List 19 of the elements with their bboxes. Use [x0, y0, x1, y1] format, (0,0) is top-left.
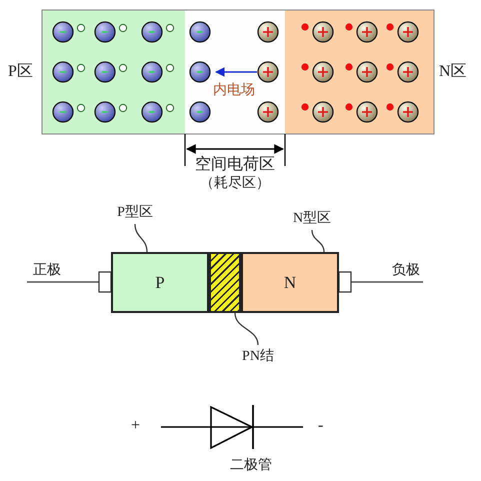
terminal-label: 正极 — [33, 262, 61, 280]
region-label: N区 — [439, 63, 467, 81]
callout-label: N型区 — [288, 208, 336, 228]
component-label: 二极管 — [230, 457, 272, 475]
dimension-label: 空间电荷区 — [195, 156, 275, 174]
callout-label: P型区 — [112, 202, 158, 222]
polarity-sign: + — [131, 417, 140, 435]
callout-label: PN结 — [236, 346, 280, 366]
p-type-region: P — [111, 252, 209, 313]
n-type-region: N — [241, 252, 339, 313]
polarity-sign: - — [318, 417, 324, 435]
leader-line — [311, 230, 325, 252]
dimension-label: （耗尽区） — [200, 175, 270, 193]
leader-line — [234, 312, 259, 346]
pn-junction-band — [209, 252, 241, 313]
terminal-label: 负极 — [392, 262, 420, 280]
leader-line — [134, 224, 148, 252]
field-label: 内电场 — [213, 82, 255, 100]
region-label: P区 — [8, 63, 33, 81]
